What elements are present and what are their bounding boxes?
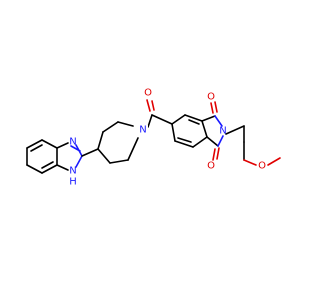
bond xyxy=(26,164,43,174)
atom-label-imide-o-bottom: O xyxy=(207,161,215,172)
bond xyxy=(201,120,208,138)
atom-labels: N N H N O O N O O xyxy=(69,88,266,188)
bond xyxy=(147,114,153,128)
bond xyxy=(171,114,186,125)
bond xyxy=(146,99,151,112)
bond xyxy=(70,145,81,152)
bond xyxy=(171,123,176,142)
bond xyxy=(267,157,281,166)
bond xyxy=(26,139,43,149)
atom-label-ether-o: O xyxy=(258,161,266,172)
bond xyxy=(214,101,218,113)
bond xyxy=(75,155,83,168)
atom-label-amide-n: N xyxy=(139,125,146,136)
bonds xyxy=(26,99,281,174)
bond xyxy=(212,148,216,161)
bond xyxy=(41,164,58,174)
bond xyxy=(41,161,54,169)
bond xyxy=(151,100,155,111)
bond xyxy=(201,115,216,122)
bond xyxy=(214,115,223,127)
bond xyxy=(56,142,69,149)
bond xyxy=(210,102,214,114)
bond xyxy=(102,121,119,133)
bond xyxy=(216,147,220,160)
bond xyxy=(41,139,58,149)
atom-label-imide-o-top: O xyxy=(207,92,215,103)
bond xyxy=(56,164,69,171)
atom-label-benzimidazole-nh: N xyxy=(69,166,76,177)
bond xyxy=(177,137,192,143)
bond xyxy=(174,140,194,148)
atom-label-imide-n: N xyxy=(219,126,226,137)
molecule-structure-diagram: N N H N O O N O O xyxy=(26,88,281,188)
bond xyxy=(127,137,139,161)
bond xyxy=(225,125,245,135)
bond xyxy=(217,135,224,147)
bond xyxy=(206,136,219,147)
bond xyxy=(97,148,111,164)
atom-label-benzimidazole-n: N xyxy=(69,137,76,148)
atom-label-benzimidazole-h: H xyxy=(69,177,77,188)
atom-label-carbonyl-o: O xyxy=(144,88,152,99)
bond xyxy=(243,159,257,166)
bond xyxy=(81,148,99,157)
bond xyxy=(97,131,104,150)
bond xyxy=(192,136,208,148)
bond xyxy=(184,114,203,122)
label-background xyxy=(138,125,148,136)
bond xyxy=(109,159,129,164)
bond xyxy=(151,114,173,125)
bond xyxy=(117,121,134,127)
bond xyxy=(188,119,200,125)
bond xyxy=(30,144,43,152)
